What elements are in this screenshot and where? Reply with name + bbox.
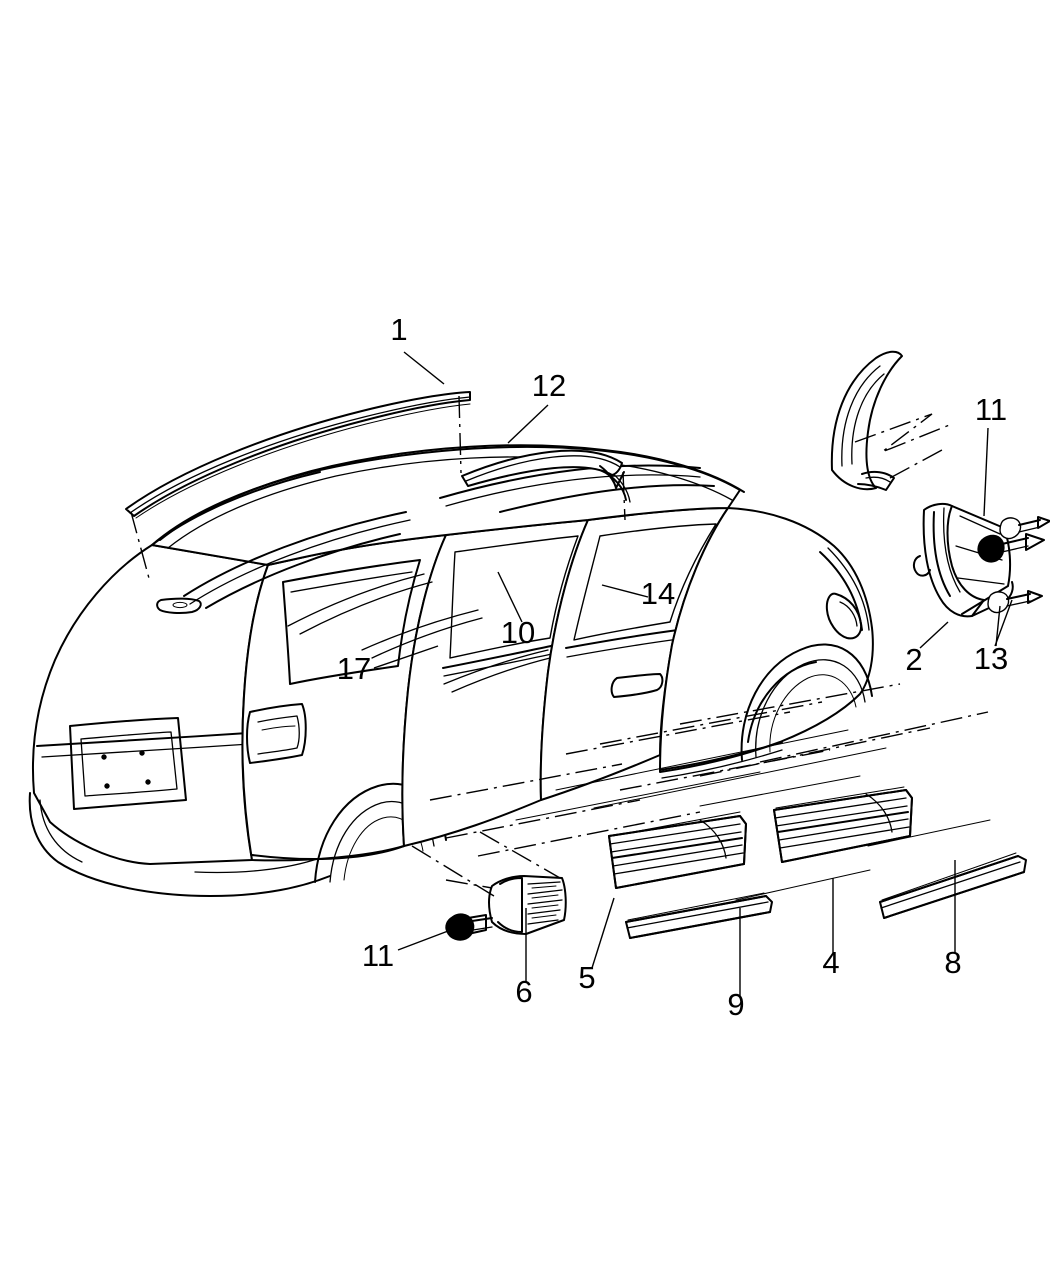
part-1-phantom-line-right: [458, 395, 462, 474]
part-13-screw-upper: [999, 516, 1050, 540]
lower-guide-lines: [515, 729, 887, 821]
phantom-alignment-lines: [411, 683, 989, 897]
callout-12: 12: [532, 368, 566, 403]
part-5-rear-quarter-body-side-cladding: [608, 815, 747, 889]
part-8-front-door-lower-moulding: [879, 855, 1027, 919]
callout-2: 2: [905, 642, 922, 677]
part-4-front-door-body-side-cladding: [773, 789, 913, 863]
flare-upper-phantom-path: [854, 413, 953, 453]
callout-5: 5: [578, 960, 595, 995]
flare-upper-phantom-path-2: [889, 449, 943, 479]
callout-9: 9: [727, 987, 744, 1022]
callout-11-lower: 11: [362, 938, 394, 973]
part-12-phantom-line: [622, 471, 626, 521]
part-1-phantom-line-left: [130, 511, 151, 583]
part-9-sliding-door-lower-moulding: [625, 895, 773, 939]
part-upper-wheel-flare-outline: [830, 350, 903, 491]
callout-13: 13: [974, 641, 1008, 676]
part-1-roof-rail-moulding: [125, 391, 471, 519]
part-11-push-pin-lower: [445, 913, 493, 941]
callout-17: 17: [337, 651, 371, 686]
part-12-roof-rail-moulding: [461, 449, 625, 489]
callout-leaders: [373, 351, 1013, 996]
front-fender-and-nose: [659, 507, 874, 779]
callout-6: 6: [515, 974, 532, 1009]
part-13-screw-lower: [987, 590, 1043, 614]
callout-4: 4: [822, 945, 839, 980]
part-11-push-pin-upper: [977, 533, 1045, 563]
callout-labels: 1 12 11 14 10 17 2 13 11 6 5 9 4 8: [337, 312, 1008, 1022]
vehicle-body-group: [28, 444, 874, 897]
callout-14: 14: [641, 576, 675, 611]
roof-panel-and-rails: [151, 444, 745, 693]
callout-8: 8: [944, 945, 961, 980]
callout-11-upper: 11: [975, 392, 1007, 427]
callout-1: 1: [390, 312, 407, 347]
callout-10: 10: [501, 615, 535, 650]
part-6-rear-quarter-end-cap: [488, 875, 567, 935]
part-connector-lines: [611, 775, 1017, 921]
rear-quarter-panel: [241, 534, 447, 883]
